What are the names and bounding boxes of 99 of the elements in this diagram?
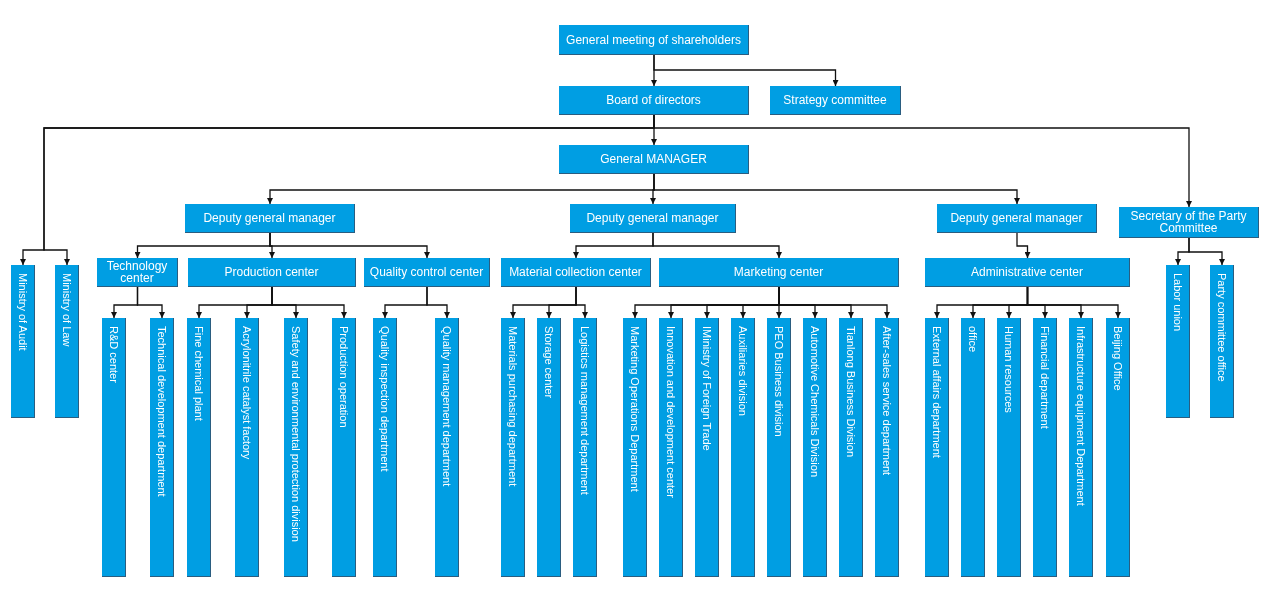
org-label: Deputy general manager — [586, 212, 719, 224]
connector-arrow — [136, 286, 165, 319]
department-bar — [55, 265, 79, 418]
org-box — [185, 204, 355, 233]
department-bar — [695, 318, 719, 577]
org-box — [925, 258, 1130, 287]
org-label: Labor union — [1171, 273, 1184, 332]
department-bar — [373, 318, 397, 577]
department-bar — [1166, 265, 1190, 418]
org-label: Logistics management department — [578, 326, 591, 495]
department-bar — [284, 318, 308, 577]
org-label: Safety and environmental protection division — [289, 326, 302, 542]
org-label: Auxiliaries division — [736, 326, 749, 416]
department-bar — [925, 318, 949, 577]
department-bar — [537, 318, 561, 577]
org-label: Storage center — [542, 326, 555, 399]
org-label: Quality inspection department — [378, 326, 391, 472]
org-box — [97, 258, 178, 287]
connector-arrow — [653, 114, 1192, 208]
org-box — [659, 258, 899, 287]
department-bar — [997, 318, 1021, 577]
org-box — [364, 258, 490, 287]
connector-arrow — [652, 232, 782, 259]
org-label: Production operation — [337, 326, 350, 428]
org-box — [770, 86, 901, 115]
org-label: Acrylonitrile catalyst factory — [240, 326, 253, 460]
org-label: Quality control center — [369, 266, 484, 278]
org-label: Human resources — [1002, 326, 1015, 413]
org-box — [1119, 207, 1259, 238]
org-label: Marketing Operations Department — [628, 326, 641, 492]
department-bar — [623, 318, 647, 577]
department-bar — [501, 318, 525, 577]
org-label: General meeting of shareholders — [566, 33, 741, 46]
org-label: Strategy committee — [783, 94, 887, 106]
department-bar — [1210, 265, 1234, 418]
org-label: Ministry of Audit — [16, 273, 29, 351]
department-bar — [102, 318, 126, 577]
org-label: IMinistry of Foreign Trade — [700, 326, 713, 451]
org-box — [559, 145, 749, 174]
org-label: Secretary of the Party Committee — [1129, 210, 1248, 234]
org-label: PEO Business division — [772, 326, 785, 437]
org-label: Party committee office — [1215, 273, 1228, 382]
department-bar — [767, 318, 791, 577]
connector-arrow — [1188, 237, 1225, 266]
org-label: Materials purchasing department — [506, 326, 519, 487]
connector-arrow — [426, 286, 450, 319]
connector-arrow — [778, 286, 890, 319]
org-label: Automotive Chemicals Division — [808, 326, 821, 477]
org-label: Deputy general manager — [950, 212, 1083, 224]
connector-arrow — [653, 54, 839, 87]
department-bar — [961, 318, 985, 577]
department-bar — [731, 318, 755, 577]
org-label: Material collection center — [509, 266, 642, 278]
org-box — [559, 86, 749, 115]
org-label: Technology center — [105, 260, 169, 284]
department-bar — [1106, 318, 1130, 577]
org-label: Quality management department — [440, 326, 453, 487]
connector-arrow — [271, 286, 347, 319]
department-bar — [839, 318, 863, 577]
org-label: Marketing center — [733, 266, 824, 278]
org-box — [570, 204, 736, 233]
department-bar — [1069, 318, 1093, 577]
org-label: R&D center — [107, 326, 120, 383]
department-bar — [573, 318, 597, 577]
org-label: External affairs department — [930, 326, 943, 458]
department-bar — [1033, 318, 1057, 577]
department-bar — [332, 318, 356, 577]
org-box — [188, 258, 356, 287]
org-label: General MANAGER — [600, 153, 707, 165]
org-label: Financial department — [1038, 326, 1051, 429]
org-box — [559, 25, 749, 55]
org-label: Fine chemical plant — [192, 326, 205, 421]
connector-arrow — [1016, 232, 1031, 259]
org-label: Technical development department — [155, 326, 168, 497]
org-label: Board of directors — [606, 94, 701, 106]
department-bar — [435, 318, 459, 577]
org-label: Deputy general manager — [203, 212, 336, 224]
department-bar — [150, 318, 174, 577]
department-bar — [803, 318, 827, 577]
org-label: Ministry of Law — [60, 273, 73, 347]
org-label: Infrastructure equipment Department — [1074, 326, 1087, 506]
org-label: Production center — [224, 266, 319, 278]
department-bar — [187, 318, 211, 577]
department-bar — [875, 318, 899, 577]
org-box — [937, 204, 1097, 233]
org-label: Tianlong Business Division — [844, 326, 857, 458]
connector-arrow — [653, 173, 1020, 205]
org-label: Administrative center — [970, 266, 1083, 278]
connector-arrow — [1026, 286, 1121, 319]
department-bar — [235, 318, 259, 577]
department-bar — [659, 318, 683, 577]
connector-arrow — [575, 286, 588, 319]
connector-arrow — [269, 232, 430, 259]
department-bar — [11, 265, 35, 418]
org-label: office — [966, 326, 979, 353]
org-label: Beijing Office — [1111, 326, 1124, 391]
org-box — [501, 258, 651, 287]
org-label: After-sales service department — [880, 326, 893, 476]
org-label: Innovation and development center — [664, 326, 677, 498]
